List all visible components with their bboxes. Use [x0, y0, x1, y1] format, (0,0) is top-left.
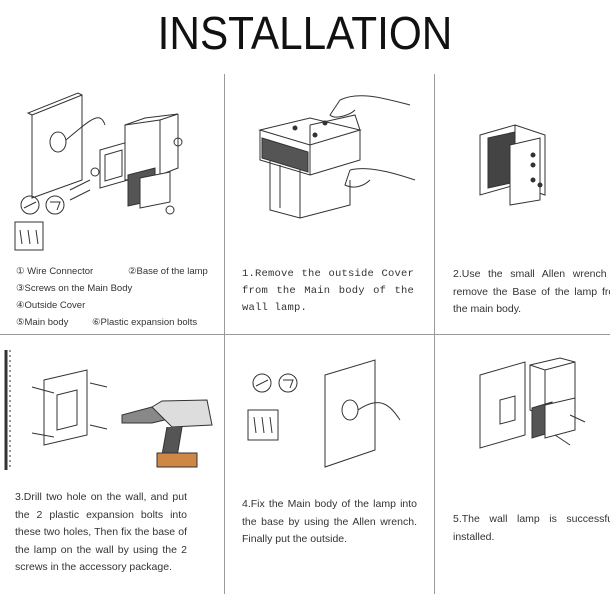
step3-diagram — [4, 350, 213, 470]
page-title: INSTALLATION — [157, 7, 453, 59]
parts-legend: ① Wire Connector ②Base of the lamp ③Screw… — [16, 263, 226, 331]
step2-diagram — [479, 124, 546, 206]
legend-item-wire-connector: ① Wire Connector — [16, 266, 94, 277]
parts-diagram — [14, 92, 183, 251]
step-2-text: 2.Use the small Allen wrench to remove t… — [453, 268, 610, 315]
legend-item-outside-cover: ④Outside Cover — [16, 300, 86, 311]
step-3-text: 3.Drill two hole on the wall, and put th… — [15, 491, 187, 573]
step5-diagram — [479, 357, 586, 449]
step-5-text: 5.The wall lamp is successfully installe… — [453, 513, 610, 543]
grid-divider — [0, 334, 610, 335]
step-4-text: 4.Fix the Main body of the lamp into the… — [242, 498, 417, 545]
legend-item-main-body: ⑤Main body — [16, 317, 69, 328]
step1-diagram — [258, 95, 416, 219]
legend-item-expansion-bolts: ⑥Plastic expansion bolts — [92, 317, 198, 328]
step4-diagram — [247, 359, 401, 468]
step-1-text: 1.Remove the outside Cover from the Main… — [242, 268, 414, 314]
legend-item-screws: ③Screws on the Main Body — [16, 283, 133, 294]
legend-item-base: ②Base of the lamp — [128, 266, 208, 277]
